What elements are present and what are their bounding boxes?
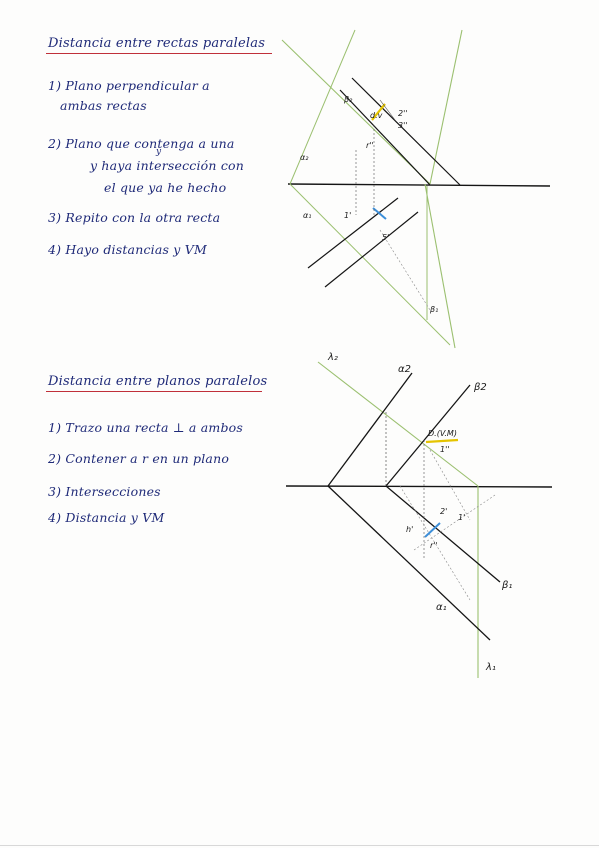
diagram2: λ₂ α2 β2 β₁ α₁ λ₁ D.(V.M) 1'' 2' 1' h' r… bbox=[285, 352, 553, 678]
diagram1-label-p1: 1' bbox=[344, 211, 351, 220]
diagram2-yellow-segment bbox=[425, 438, 459, 444]
diagram2-label-lambda2: λ₂ bbox=[327, 352, 338, 363]
diagram1-line-s2 bbox=[351, 77, 461, 186]
diagram1-label-beta1: β₁ bbox=[429, 305, 438, 314]
section1-title: Distancia entre rectas paralelas bbox=[48, 36, 266, 51]
section2-step-3: 3) Intersecciones bbox=[48, 484, 161, 499]
diagram2-alpha2 bbox=[327, 372, 413, 487]
diagram1-label-dv: d.v bbox=[370, 111, 383, 120]
page-bottom-edge bbox=[0, 845, 599, 846]
section1-step-1a: 1) Plano perpendicular a bbox=[48, 78, 210, 93]
diagram2-beta1 bbox=[385, 485, 501, 583]
diagram2-ground-line bbox=[285, 485, 553, 488]
diagram2-label-p3: 1' bbox=[458, 513, 465, 522]
diagram2-blue-segment bbox=[424, 522, 441, 538]
section1-step-3: 3) Repito con la otra recta bbox=[48, 210, 221, 225]
diagram1-label-alpha1: α₁ bbox=[303, 211, 311, 220]
diagram1-green-trace-a bbox=[429, 29, 463, 185]
diagram1-blue-segment bbox=[372, 207, 387, 220]
diagram1-line-s1 bbox=[324, 211, 419, 288]
section2-title-underline bbox=[46, 391, 262, 392]
diagram2-label-lambda1: λ₁ bbox=[485, 662, 496, 673]
section1-step-2a: 2) Plano que contenga a una bbox=[48, 136, 235, 151]
section1-step-2y: y bbox=[156, 147, 162, 157]
diagram2-label-alpha2: α2 bbox=[398, 364, 411, 375]
diagram1-green-trace-d bbox=[289, 183, 451, 346]
diagram2-label-beta2: β2 bbox=[473, 382, 487, 393]
diagram2-label-p2: 2' bbox=[440, 507, 447, 516]
diagram1-green-trace-upper bbox=[281, 39, 431, 185]
diagram2-label-dvm: D.(V.M) bbox=[428, 429, 457, 438]
diagram1-construction-3 bbox=[379, 229, 431, 311]
diagram1-label-beta2: β₂ bbox=[343, 95, 353, 104]
diagram2-green-lambda2 bbox=[317, 361, 479, 487]
diagram1-yellow-segment bbox=[371, 103, 386, 121]
section1-step-2b: y haya intersección con bbox=[90, 158, 245, 173]
diagram1: α₂ α₁ β₂ β₁ d.v 3'' 2'' r'' 1' 5' bbox=[281, 29, 551, 349]
diagram1-line-r2 bbox=[339, 89, 431, 186]
diagram1-green-trace-b bbox=[424, 183, 456, 349]
diagram1-ground-line bbox=[287, 183, 551, 187]
diagram1-construction-4 bbox=[379, 99, 396, 121]
section1-title-underline bbox=[46, 53, 272, 54]
diagram1-label-alpha2: α₂ bbox=[300, 153, 309, 162]
section1-step-2c: el que ya he hecho bbox=[104, 180, 227, 195]
section2-step-4: 4) Distancia y VM bbox=[48, 510, 165, 525]
diagram2-label-p1: 1'' bbox=[440, 445, 450, 454]
diagram1-green-trace-c bbox=[289, 29, 356, 185]
diagram1-line-r1 bbox=[307, 197, 399, 269]
diagram2-construction-4 bbox=[413, 494, 496, 551]
section1-step-1b: ambas rectas bbox=[60, 98, 147, 113]
diagram2-label-r: r'' bbox=[430, 541, 438, 550]
section2-step-1: 1) Trazo una recta ⊥ a ambos bbox=[48, 420, 244, 435]
section2-title: Distancia entre planos paralelos bbox=[48, 374, 268, 389]
section1-step-4: 4) Hayo distancias y VM bbox=[48, 242, 207, 257]
diagram2-beta2 bbox=[385, 384, 471, 487]
diagram2-construction-5 bbox=[429, 449, 471, 521]
diagram2-label-h: h' bbox=[406, 525, 413, 534]
diagram1-label-p3: 3'' bbox=[398, 121, 408, 130]
diagram2-label-alpha1: α₁ bbox=[436, 602, 447, 613]
section2-step-2: 2) Contener a r en un plano bbox=[48, 451, 230, 466]
diagram1-label-p2: 2'' bbox=[398, 109, 408, 118]
diagram1-label-p5: 5' bbox=[382, 233, 389, 242]
diagram1-label-r: r'' bbox=[366, 141, 374, 150]
diagram2-alpha1 bbox=[327, 485, 491, 641]
diagram2-label-beta1: β₁ bbox=[501, 580, 512, 591]
